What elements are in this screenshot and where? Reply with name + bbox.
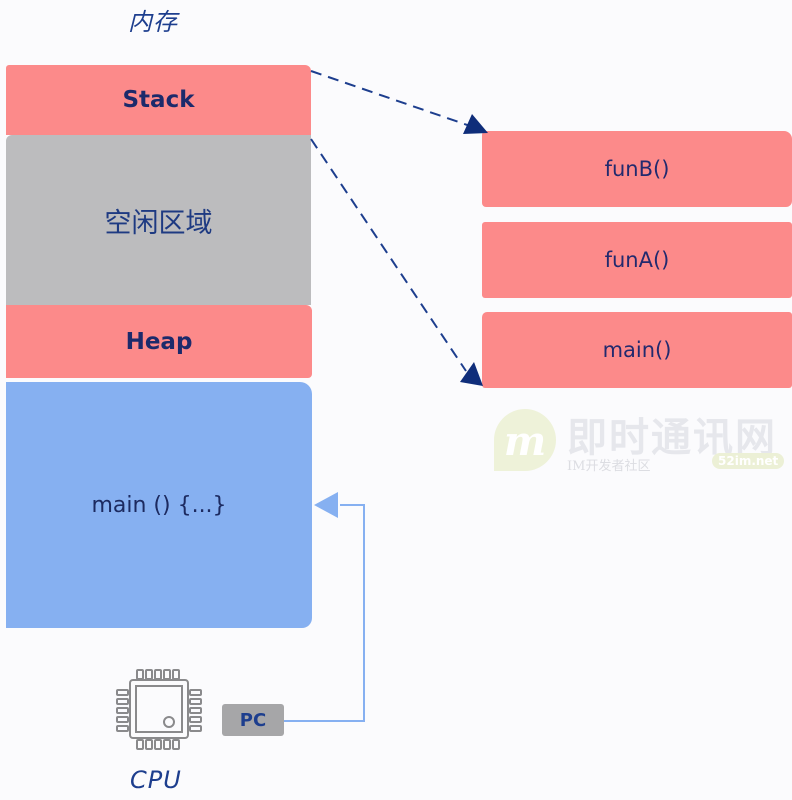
stack-frame-label: funA()	[604, 248, 670, 272]
stack-frame-label: main()	[602, 338, 672, 362]
stack-bottom-dashed-line	[310, 138, 467, 372]
watermark: m 即时通讯网 IM开发者社区 52im.net	[492, 405, 792, 475]
stack-frame-main: main()	[482, 312, 792, 388]
pc-pointer-arrowhead-icon	[314, 492, 338, 518]
memory-region-stack: Stack	[6, 65, 311, 135]
watermark-domain: 52im.net	[712, 453, 785, 469]
cpu-chip-icon	[116, 669, 202, 750]
svg-text:m: m	[504, 418, 546, 465]
stack-frame-funb: funB()	[482, 131, 792, 207]
free-area-label: 空闲区域	[104, 207, 213, 239]
stack-frame-label: funB()	[604, 157, 670, 181]
stack-top-dashed-line	[310, 70, 477, 129]
stack-label: Stack	[122, 87, 195, 113]
memory-region-free: 空闲区域	[6, 135, 311, 305]
cpu-label: CPU	[130, 766, 182, 794]
memory-title: 内存	[128, 8, 178, 36]
pc-label: PC	[239, 709, 267, 731]
code-label: main () {...}	[91, 492, 227, 518]
stack-bottom-arrowhead-icon	[460, 362, 483, 386]
stack-frame-funa: funA()	[482, 222, 792, 298]
watermark-subtitle: IM开发者社区	[567, 459, 651, 474]
pc-register: PC	[222, 704, 284, 736]
watermark-logo-icon: m	[494, 409, 556, 471]
memory-region-heap: Heap	[6, 305, 312, 378]
heap-label: Heap	[125, 328, 193, 355]
memory-region-code: main () {...}	[6, 382, 312, 628]
